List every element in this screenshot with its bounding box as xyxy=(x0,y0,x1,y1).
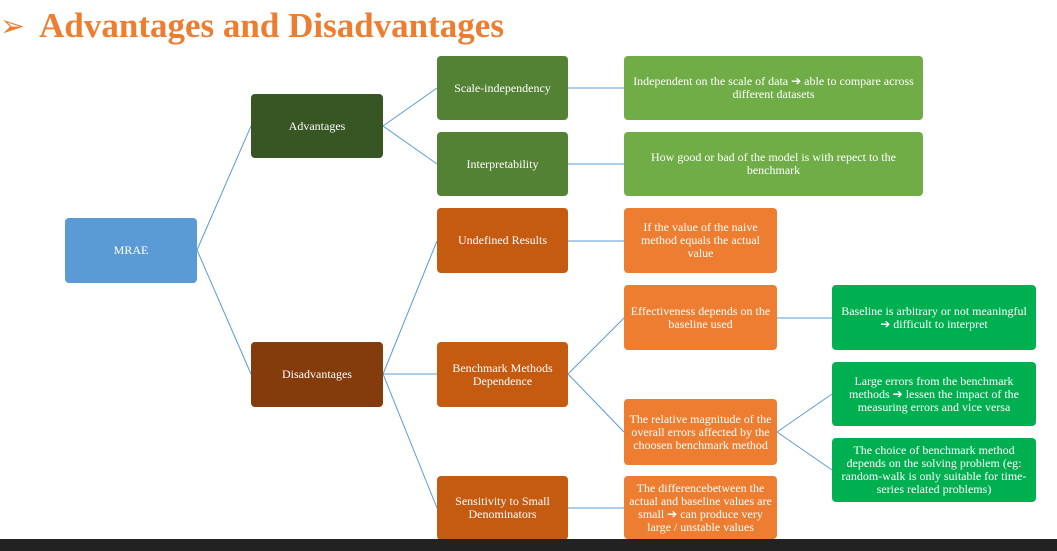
node-effectiveness-detail: Baseline is arbitrary or not meaningful … xyxy=(832,285,1036,350)
connector-benchmark-effectiveness xyxy=(567,317,625,375)
connector-relative-detail2 xyxy=(776,431,833,471)
connector-dis-sensitivity xyxy=(382,373,438,509)
node-advantages: Advantages xyxy=(251,94,383,158)
node-interpretability: Interpretability xyxy=(437,132,568,196)
node-undefined-detail: If the value of the naive method equals … xyxy=(624,208,777,273)
node-sensitivity: Sensitivity to Small Denominators xyxy=(437,476,568,540)
node-effectiveness: Effectiveness depends on the baseline us… xyxy=(624,285,777,350)
connector-relative-detail1 xyxy=(776,393,833,433)
node-sensitivity-detail: The differencebetween the actual and bas… xyxy=(624,476,777,539)
node-relative-magnitude: The relative magnitude of the overall er… xyxy=(624,399,777,465)
connector-benchmark-relative xyxy=(567,373,625,433)
node-relative-detail-2: The choice of benchmark method depends o… xyxy=(832,438,1036,502)
node-interpretability-detail: How good or bad of the model is with rep… xyxy=(624,132,923,196)
slide-title: ➢ Advantages and Disadvantages xyxy=(0,2,504,50)
arrow-bullet-icon: ➢ xyxy=(0,8,26,44)
bottom-bar xyxy=(0,539,1057,551)
node-relative-detail-1: Large errors from the benchmark methods … xyxy=(832,362,1036,426)
connector-root-disadvantages xyxy=(196,249,252,375)
node-scale-independency: Scale-independency xyxy=(437,56,568,120)
connector-adv-scale xyxy=(382,87,438,127)
node-undefined-results: Undefined Results xyxy=(437,208,568,273)
connector-root-advantages xyxy=(196,125,252,251)
node-disadvantages: Disadvantages xyxy=(251,342,383,407)
node-benchmark-dependence: Benchmark Methods Dependence xyxy=(437,342,568,407)
connector-dis-undefined xyxy=(382,240,438,375)
node-root: MRAE xyxy=(65,218,197,283)
slide-title-text: Advantages and Disadvantages xyxy=(39,6,504,45)
connector-adv-interp xyxy=(382,125,438,165)
node-scale-detail: Independent on the scale of data ➔ able … xyxy=(624,56,923,120)
